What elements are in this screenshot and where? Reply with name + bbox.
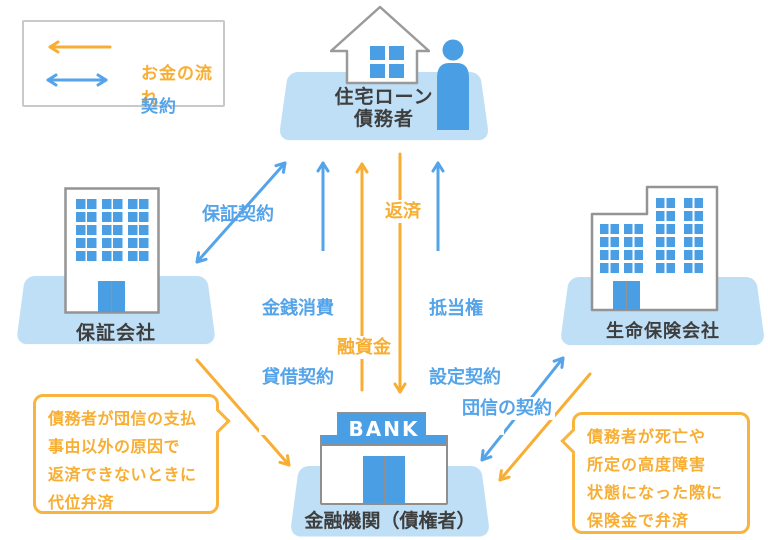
house-icon <box>330 5 430 85</box>
loan-contract-label: 金銭消費 貸借契約 <box>259 251 337 435</box>
subrogation-note-bubble: 債務者が団信の支払 事由以外の原因で 返済できないときに 代位弁済 <box>33 394 231 514</box>
bank-label: 金融機関（債権者） <box>304 510 476 532</box>
legend-money-flow-label: お金の流れ <box>141 64 213 109</box>
person-icon <box>437 39 469 130</box>
insurance-payout-note-bubble: 債務者が死亡や 所定の高度障害 状態になった際に 保険金で弁済 <box>560 412 750 534</box>
legend-box: お金の流れ 契約 <box>22 20 225 117</box>
guarantor-building-icon <box>64 187 160 314</box>
bubble-tail <box>560 428 586 454</box>
bank-door <box>363 456 405 503</box>
bubble-tail <box>205 408 231 434</box>
loan-funds-label: 融資金 <box>334 336 394 359</box>
group-insurance-contract-label: 団信の契約 <box>459 397 555 420</box>
guarantor-label: 保証会社 <box>75 322 156 344</box>
insurer-label: 生命保険会社 <box>606 321 720 342</box>
bank-sign: BANK <box>322 414 446 446</box>
guarantee-contract-label: 保証契約 <box>202 204 274 225</box>
repayment-label: 返済 <box>382 200 424 223</box>
insurer-building-icon <box>590 185 719 312</box>
debtor-label: 住宅ローン 債務者 <box>334 86 434 130</box>
legend-contract-label: 契約 <box>141 97 177 117</box>
